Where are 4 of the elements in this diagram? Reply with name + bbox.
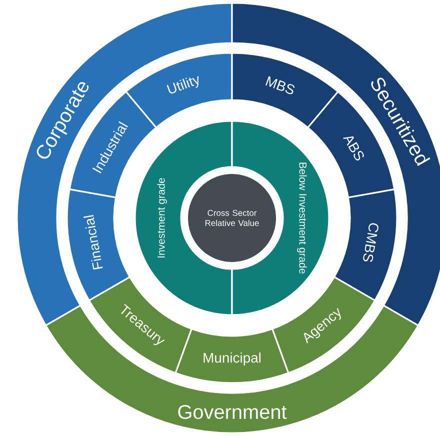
ring-segment: Municipal: [174, 328, 290, 384]
ring-segment: MBS: [231, 52, 339, 128]
ring-segment: CMBS: [333, 188, 398, 302]
ring-segment: Financial: [66, 188, 131, 302]
